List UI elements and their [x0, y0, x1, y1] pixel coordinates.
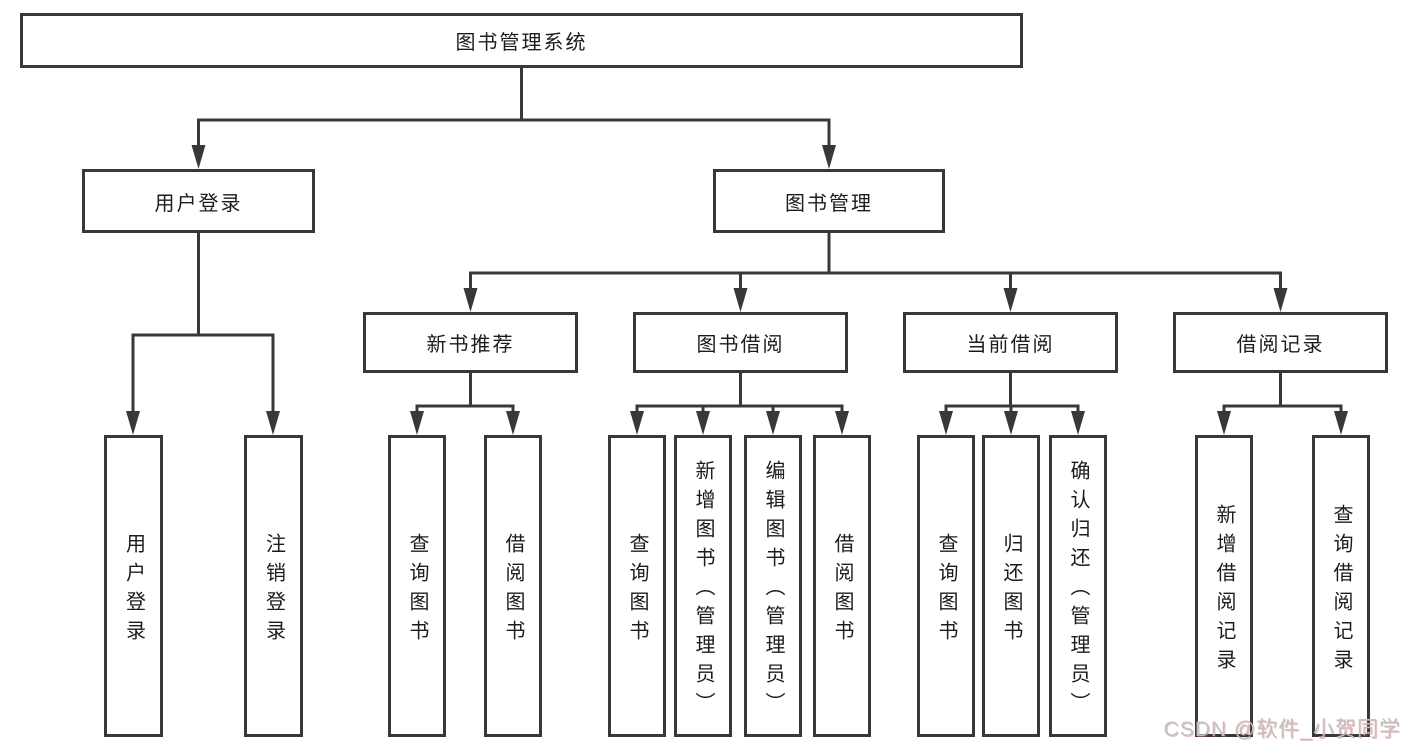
leaf-add-borrow-record: 新增借阅记录: [1195, 435, 1253, 737]
node-new-book-recommend-label: 新书推荐: [426, 334, 515, 356]
leaf-current-query-book: 查询图书: [917, 435, 975, 737]
leaf-recommend-query-book: 查询图书: [388, 435, 446, 737]
leaf-borrow-borrow-book-label: 借阅图书: [831, 532, 853, 649]
leaf-add-borrow-record-label: 新增借阅记录: [1213, 503, 1235, 678]
leaf-recommend-borrow-book-label: 借阅图书: [502, 532, 524, 649]
leaf-query-borrow-record-label: 查询借阅记录: [1330, 503, 1352, 678]
connector-root-to-level2: [191, 68, 836, 169]
leaf-return-book-label: 归还图书: [1000, 532, 1022, 649]
leaf-user-login: 用户登录: [104, 435, 163, 737]
node-user-login-label: 用户登录: [154, 192, 243, 215]
leaf-logout-login: 注销登录: [244, 435, 303, 737]
leaf-return-book: 归还图书: [982, 435, 1040, 737]
leaf-query-borrow-record: 查询借阅记录: [1312, 435, 1370, 737]
connector-book-management-to-level3: [463, 233, 1288, 312]
watermark: CSDN @软件_小贺同学: [1163, 718, 1401, 741]
leaf-current-query-book-label: 查询图书: [935, 532, 957, 649]
leaf-borrow-borrow-book: 借阅图书: [813, 435, 871, 737]
connector-user-login-to-leaves: [126, 233, 280, 435]
connector-borrow-records-to-leaves: [1217, 373, 1348, 435]
leaf-borrow-query-book: 查询图书: [608, 435, 666, 737]
leaf-add-book-admin-label: 新增图书（管理员）: [692, 460, 714, 721]
node-root: 图书管理系统: [20, 13, 1023, 68]
connector-new-book-recommend-to-leaves: [410, 373, 520, 435]
node-book-borrow: 图书借阅: [633, 312, 848, 373]
leaf-confirm-return-admin-label: 确认归还（管理员）: [1067, 460, 1089, 721]
leaf-confirm-return-admin: 确认归还（管理员）: [1049, 435, 1107, 737]
node-user-login: 用户登录: [82, 169, 315, 233]
leaf-add-book-admin: 新增图书（管理员）: [674, 435, 732, 737]
node-root-label: 图书管理系统: [455, 32, 588, 54]
node-book-management: 图书管理: [713, 169, 945, 233]
node-borrow-records: 借阅记录: [1173, 312, 1388, 373]
leaf-borrow-query-book-label: 查询图书: [626, 532, 648, 649]
node-current-borrow-label: 当前借阅: [966, 334, 1055, 356]
leaf-recommend-query-book-label: 查询图书: [406, 532, 428, 649]
connector-book-borrow-to-leaves: [630, 373, 849, 435]
leaf-user-login-label: 用户登录: [122, 532, 145, 649]
leaf-edit-book-admin-label: 编辑图书（管理员）: [762, 460, 784, 721]
node-borrow-records-label: 借阅记录: [1236, 334, 1325, 356]
node-new-book-recommend: 新书推荐: [363, 312, 578, 373]
connector-current-borrow-to-leaves: [939, 373, 1085, 435]
leaf-logout-login-label: 注销登录: [262, 532, 285, 649]
node-current-borrow: 当前借阅: [903, 312, 1118, 373]
node-book-borrow-label: 图书借阅: [696, 334, 785, 356]
leaf-recommend-borrow-book: 借阅图书: [484, 435, 542, 737]
node-book-management-label: 图书管理: [785, 192, 873, 215]
leaf-edit-book-admin: 编辑图书（管理员）: [744, 435, 802, 737]
